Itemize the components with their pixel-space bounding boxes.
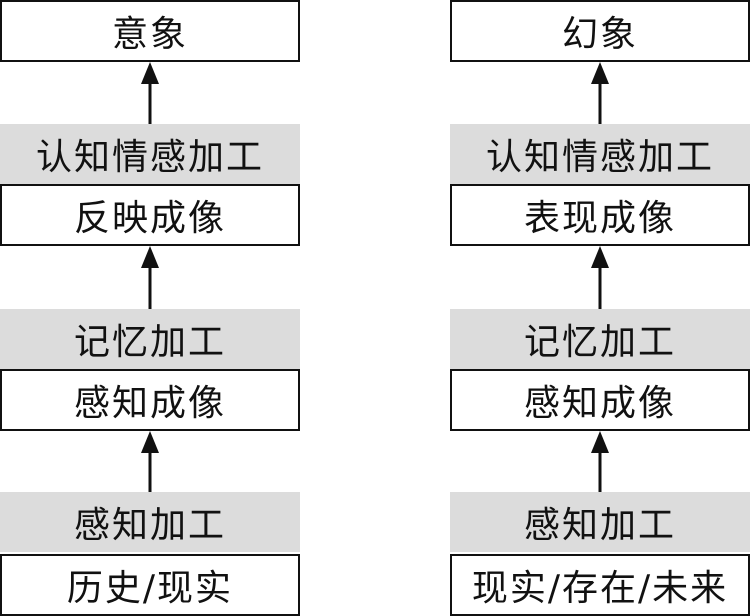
up-arrow-icon bbox=[588, 431, 612, 492]
left-process-band-perceptual: 感知加工 bbox=[0, 492, 300, 552]
right-process-band-cognitive: 认知情感加工 bbox=[450, 124, 750, 184]
left-stage-box-reflection: 反映成像 bbox=[0, 184, 300, 246]
right-process-band-memory: 记忆加工 bbox=[450, 309, 750, 369]
left-stage-label-reflection: 反映成像 bbox=[73, 198, 226, 239]
right-output-label: 幻象 bbox=[561, 14, 638, 55]
right-stage-label-expression: 表现成像 bbox=[523, 198, 676, 239]
up-arrow-icon bbox=[588, 62, 612, 124]
right-flow-column: 幻象 认知情感加工 表现成像 记忆加工 感知成像 感知加工 现实/存在/未来 bbox=[450, 0, 750, 616]
right-stage-box-expression: 表现成像 bbox=[450, 184, 750, 246]
left-output-label: 意象 bbox=[111, 14, 188, 55]
right-stage-box-perception: 感知成像 bbox=[450, 369, 750, 431]
up-arrow-icon bbox=[138, 62, 162, 124]
right-process-band-perceptual: 感知加工 bbox=[450, 492, 750, 552]
left-source-label: 历史/现实 bbox=[66, 568, 234, 609]
left-process-band-cognitive: 认知情感加工 bbox=[0, 124, 300, 184]
left-source-box: 历史/现实 bbox=[0, 554, 300, 616]
left-process-label-memory: 记忆加工 bbox=[73, 322, 226, 363]
right-stage-label-perception: 感知成像 bbox=[523, 383, 676, 424]
left-stage-box-perception: 感知成像 bbox=[0, 369, 300, 431]
right-process-label-perceptual: 感知加工 bbox=[523, 505, 676, 546]
up-arrow-icon bbox=[588, 246, 612, 309]
up-arrow-icon bbox=[138, 431, 162, 492]
left-stage-label-perception: 感知成像 bbox=[73, 383, 226, 424]
left-process-label-perceptual: 感知加工 bbox=[73, 505, 226, 546]
right-source-box: 现实/存在/未来 bbox=[450, 554, 750, 616]
right-output-box: 幻象 bbox=[450, 0, 750, 62]
right-process-label-cognitive: 认知情感加工 bbox=[485, 137, 714, 178]
up-arrow-icon bbox=[138, 246, 162, 309]
left-process-label-cognitive: 认知情感加工 bbox=[35, 137, 264, 178]
right-source-label: 现实/存在/未来 bbox=[471, 568, 729, 609]
left-flow-column: 意象 认知情感加工 反映成像 记忆加工 感知成像 感知加工 历史/现实 bbox=[0, 0, 300, 616]
left-output-box: 意象 bbox=[0, 0, 300, 62]
right-process-label-memory: 记忆加工 bbox=[523, 322, 676, 363]
left-process-band-memory: 记忆加工 bbox=[0, 309, 300, 369]
